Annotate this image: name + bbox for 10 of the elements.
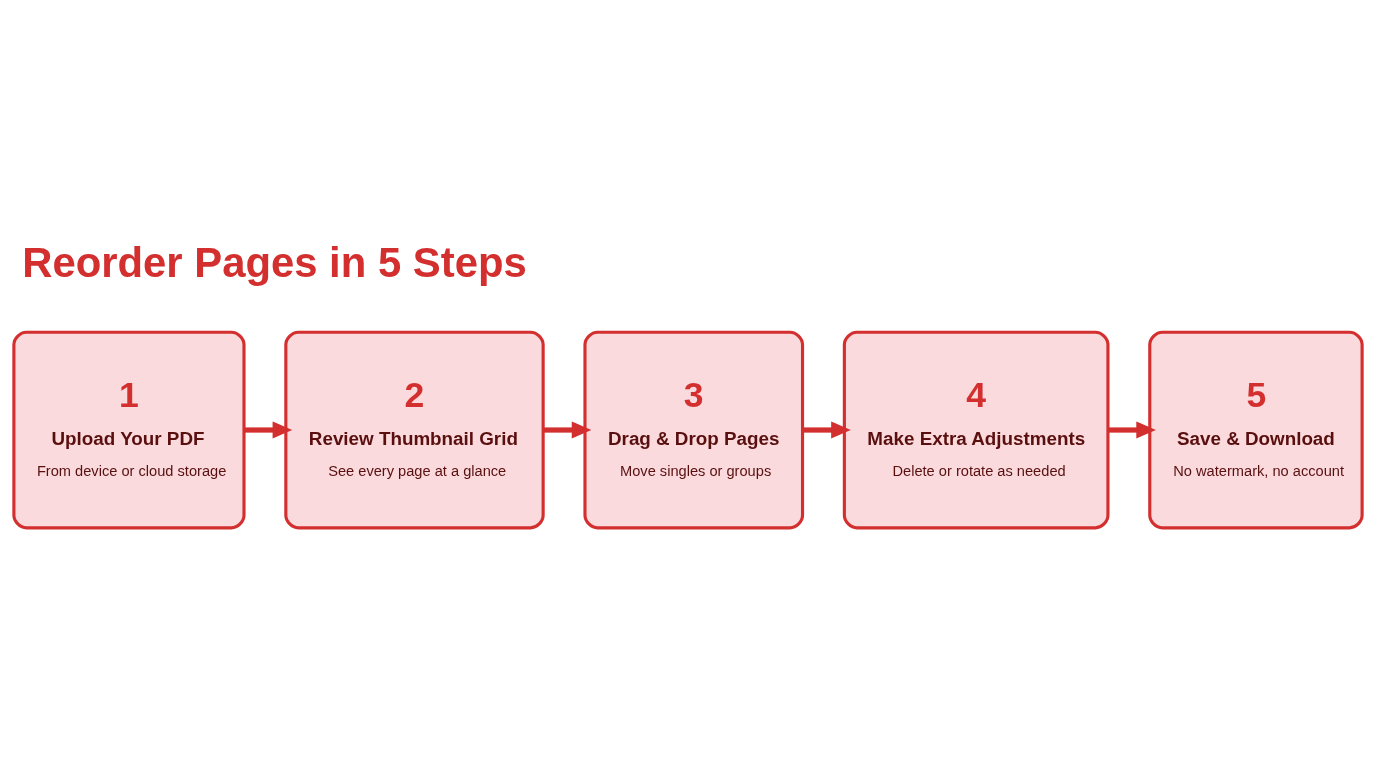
arrow bbox=[1108, 421, 1156, 439]
node-box: 1 Upload Your PDF From device or cloud storage bbox=[12, 330, 246, 530]
arrow bbox=[543, 421, 592, 439]
node-box: 5 Save & Download No watermark, no account bbox=[1148, 330, 1364, 530]
node-box: 4 Make Extra Adjustments Delete or rotate as needed bbox=[842, 330, 1110, 530]
arrow bbox=[244, 421, 293, 439]
node-box: 2 Review Thumbnail Grid See every page at a glance bbox=[284, 330, 545, 530]
diagram-title: Reorder Pages in 5 Steps bbox=[22, 238, 527, 286]
arrow bbox=[802, 421, 851, 439]
node-box: 3 Drag & Drop Pages Move singles or groups bbox=[583, 330, 805, 530]
